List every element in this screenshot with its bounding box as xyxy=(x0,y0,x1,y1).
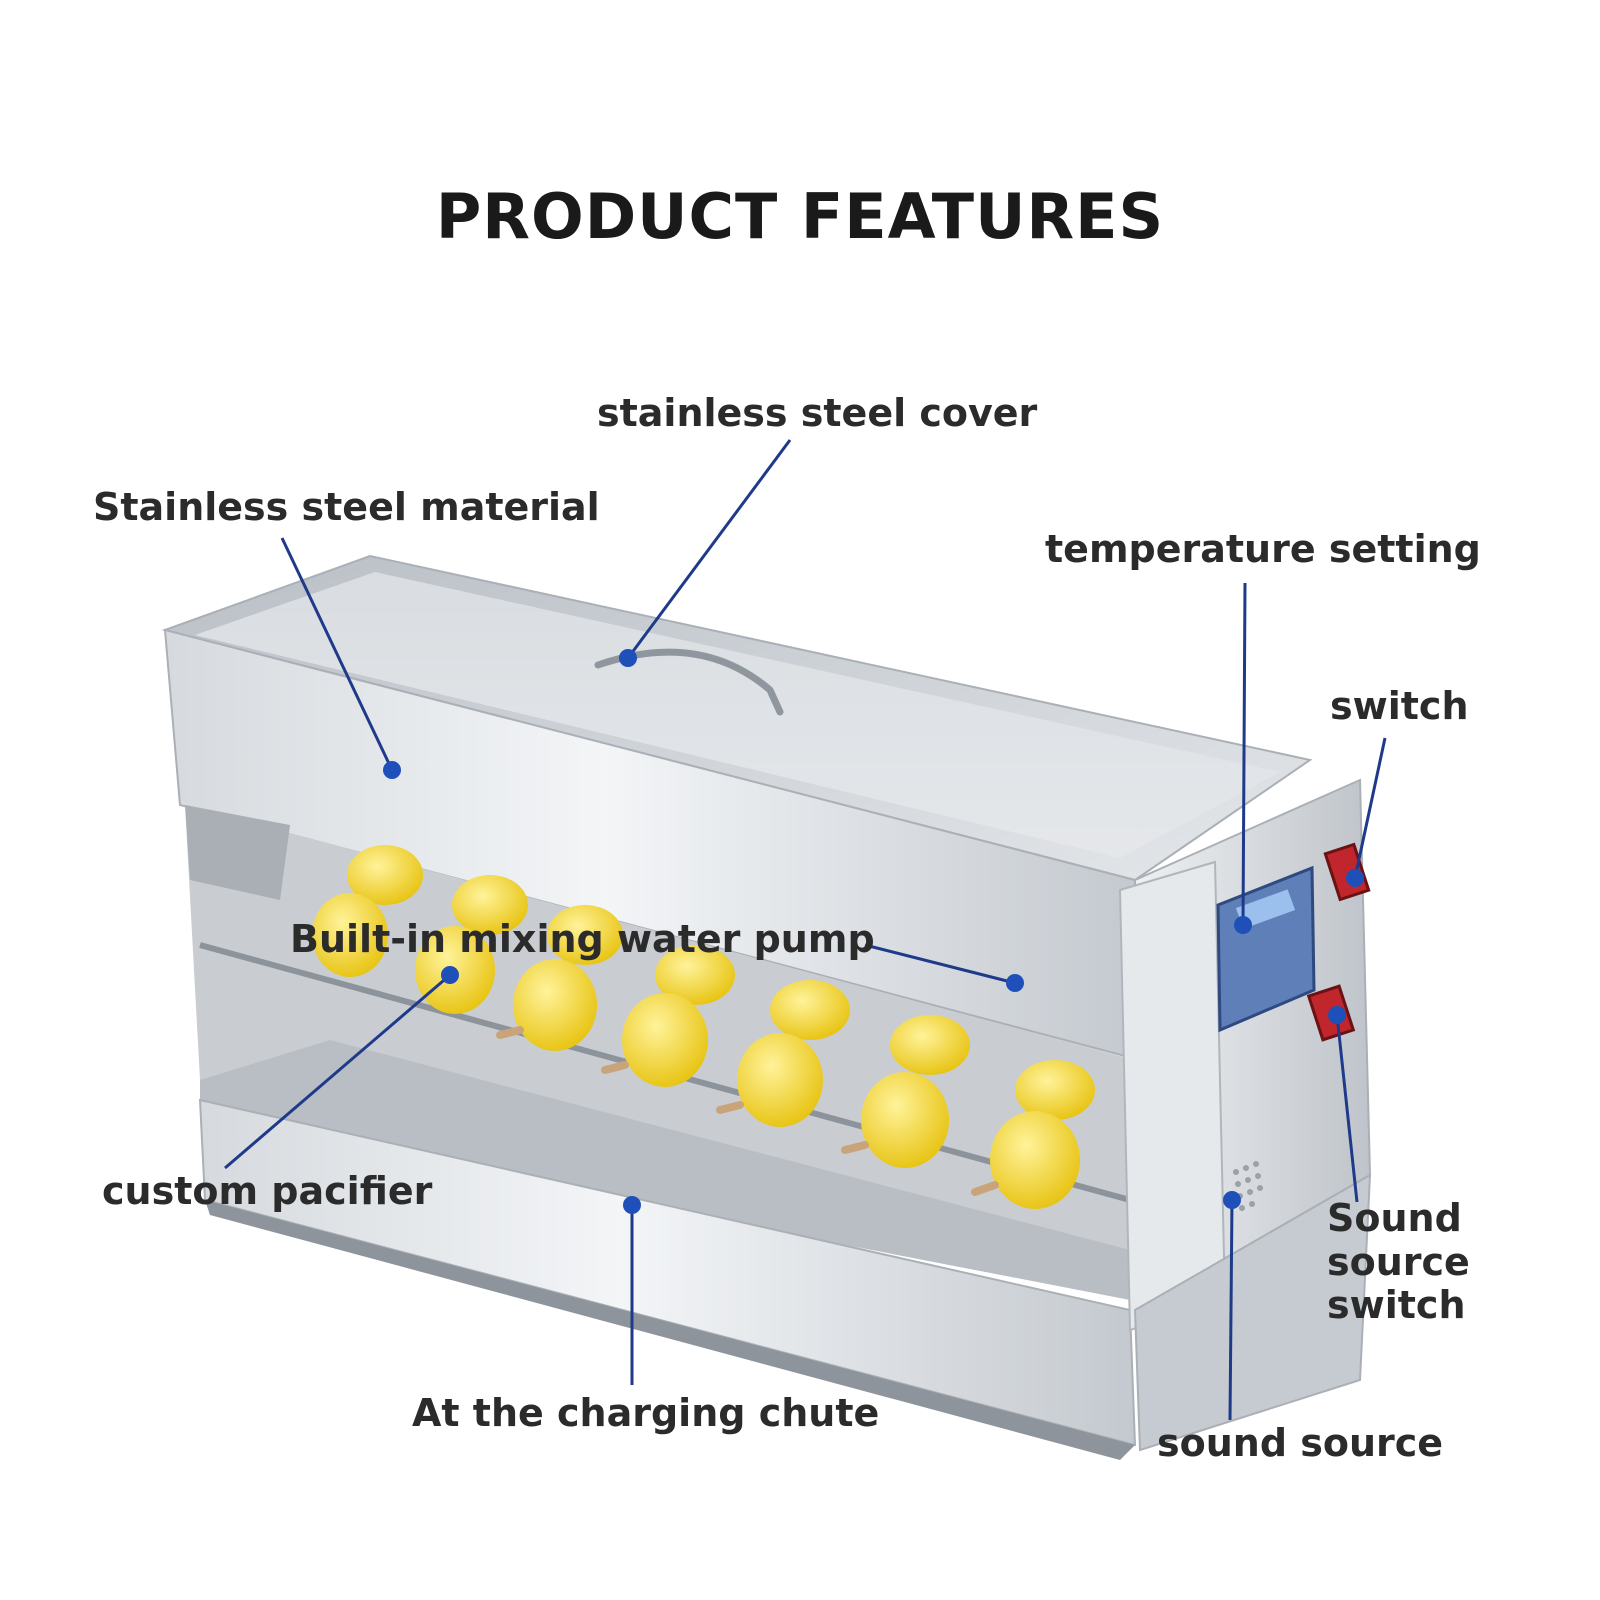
back-row-nipples xyxy=(347,845,1095,1120)
control-panel-front xyxy=(1118,860,1227,1332)
label-temperature-setting: temperature setting xyxy=(1045,527,1481,571)
side-box-lower xyxy=(1133,1173,1372,1452)
leader-lines xyxy=(224,439,1387,1421)
leader-pacifier xyxy=(224,973,451,1170)
label-sound-source-switch-line1: Sound xyxy=(1327,1196,1462,1240)
base xyxy=(205,1200,1135,1460)
front-row-nipples xyxy=(312,893,1080,1209)
leader-switch xyxy=(1353,737,1387,879)
label-sound-source: sound source xyxy=(1157,1421,1444,1465)
leader-pump xyxy=(864,943,1016,985)
leader-cover xyxy=(626,439,792,659)
label-sound-source-switch-line3: switch xyxy=(1327,1283,1466,1328)
label-charging-chute: At the charging chute xyxy=(412,1391,880,1435)
stainless-steel-lid xyxy=(195,572,1280,858)
charging-chute-tray xyxy=(200,1040,1130,1300)
leader-temperature xyxy=(1241,582,1247,926)
label-built-in-pump: Built-in mixing water pump xyxy=(290,917,875,961)
label-stainless-steel-material: Stainless steel material xyxy=(93,485,600,529)
label-sound-source-switch-line2: source xyxy=(1327,1239,1470,1284)
label-stainless-steel-cover: stainless steel cover xyxy=(597,391,1038,435)
leader-sound-switch xyxy=(1335,1014,1359,1203)
speaker-grill xyxy=(1233,1161,1263,1211)
leader-material xyxy=(280,537,394,771)
label-sound-source-switch: Sound source switch xyxy=(1327,1196,1470,1328)
page-title: PRODUCT FEATURES xyxy=(435,180,1165,253)
callout-dots xyxy=(383,649,1364,1214)
display-digits xyxy=(1235,889,1296,929)
label-custom-pacifier: custom pacifier xyxy=(102,1169,433,1213)
nipple-bay-shadow xyxy=(185,805,290,900)
leader-sound-source xyxy=(1228,1199,1234,1421)
label-switch: switch xyxy=(1330,684,1469,728)
